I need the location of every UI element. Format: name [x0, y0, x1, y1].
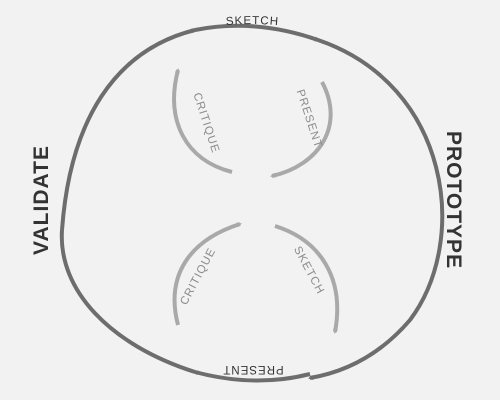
- inner-arc-upper-left: [172, 68, 233, 174]
- inner-critique-lower-label: CRITIQUE: [178, 246, 218, 307]
- outer-arc-left: [59, 229, 196, 374]
- inner-arc-lower-left: [172, 222, 242, 326]
- prototype-label: PROTOTYPE: [442, 131, 465, 269]
- outer-arc-right: [308, 38, 445, 380]
- inner-present-upper-label: PRESENT: [294, 88, 324, 150]
- inner-arc-upper-right: [270, 81, 333, 178]
- outer-arc-bottom: [193, 370, 311, 383]
- inner-arc-lower-right: [274, 224, 340, 334]
- outer-sketch-label: SKETCH: [225, 15, 279, 28]
- outer-arc-top-left: [60, 28, 197, 231]
- outer-arc-top: [194, 23, 320, 42]
- inner-critique-upper-label: CRITIQUE: [190, 91, 221, 155]
- validate-label: VALIDATE: [30, 145, 53, 255]
- inner-sketch-lower-label: SKETCH: [291, 245, 326, 297]
- outer-present-label: PRESENT: [222, 363, 283, 375]
